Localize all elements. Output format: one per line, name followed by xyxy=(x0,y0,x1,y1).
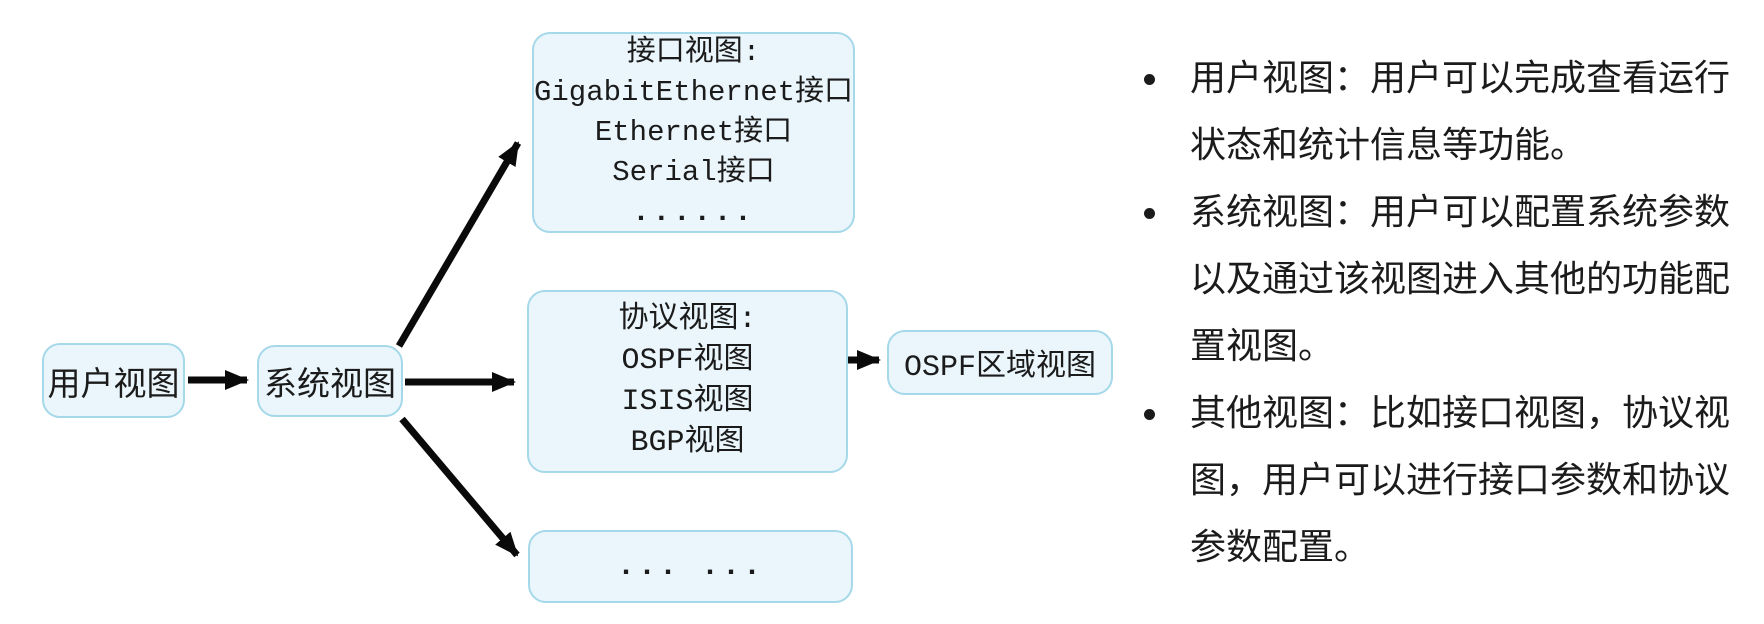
bullet-item-other-views: 其他视图：比如接口视图，协议视 图，用户可以进行接口参数和协议 参数配置。 xyxy=(1144,380,1754,581)
node-line: 协议视图: xyxy=(618,302,757,337)
bullet-line: 图，用户可以进行接口参数和协议 xyxy=(1190,460,1731,500)
ellipsis-text: ... ... xyxy=(616,549,765,584)
arrow-system-to-interface xyxy=(395,141,522,348)
bullet-dot-icon xyxy=(1144,208,1155,219)
node-system-view: 系统视图 xyxy=(257,345,403,417)
node-user-view: 用户视图 xyxy=(42,343,185,418)
bullet-line: 置视图。 xyxy=(1190,326,1335,366)
node-ospf-area-view: OSPF区域视图 xyxy=(887,330,1113,395)
bullet-line: 用户视图：用户可以完成查看运行 xyxy=(1190,58,1731,98)
node-label: 用户视图 xyxy=(47,367,180,405)
node-line: GigabitEthernet接口 xyxy=(533,75,854,109)
bullet-item-user-view: 用户视图：用户可以完成查看运行 状态和统计信息等功能。 xyxy=(1144,45,1754,179)
node-line: OSPF视图 xyxy=(621,343,754,378)
bullet-line: 其他视图：比如接口视图，协议视 xyxy=(1190,393,1731,433)
bullet-line: 系统视图：用户可以配置系统参数 xyxy=(1190,192,1731,232)
node-other-views: ... ... xyxy=(528,530,853,603)
bullet-line: 状态和统计信息等功能。 xyxy=(1190,125,1587,165)
node-label: 系统视图 xyxy=(264,368,396,405)
bullet-line: 以及通过该视图进入其他的功能配 xyxy=(1190,259,1731,299)
bullet-item-system-view: 系统视图：用户可以配置系统参数 以及通过该视图进入其他的功能配 置视图。 xyxy=(1144,179,1754,380)
bullet-dot-icon xyxy=(1144,409,1155,420)
node-label: OSPF区域视图 xyxy=(903,351,1096,385)
bullet-dot-icon xyxy=(1144,74,1155,85)
node-interface-view: 接口视图: GigabitEthernet接口 Ethernet接口 Seria… xyxy=(532,32,855,233)
node-line: Ethernet接口 xyxy=(594,115,793,149)
node-line: BGP视图 xyxy=(630,425,745,460)
notes-list: 用户视图：用户可以完成查看运行 状态和统计信息等功能。 系统视图：用户可以配置系… xyxy=(1144,45,1754,581)
arrow-system-to-other xyxy=(399,416,520,558)
node-line: 接口视图: xyxy=(626,35,761,69)
node-line: Serial接口 xyxy=(612,155,775,189)
node-line: ISIS视图 xyxy=(621,384,754,419)
bullet-line: 参数配置。 xyxy=(1190,527,1371,567)
ellipsis-text: ...... xyxy=(632,195,755,229)
node-protocol-view: 协议视图: OSPF视图 ISIS视图 BGP视图 xyxy=(527,290,848,473)
